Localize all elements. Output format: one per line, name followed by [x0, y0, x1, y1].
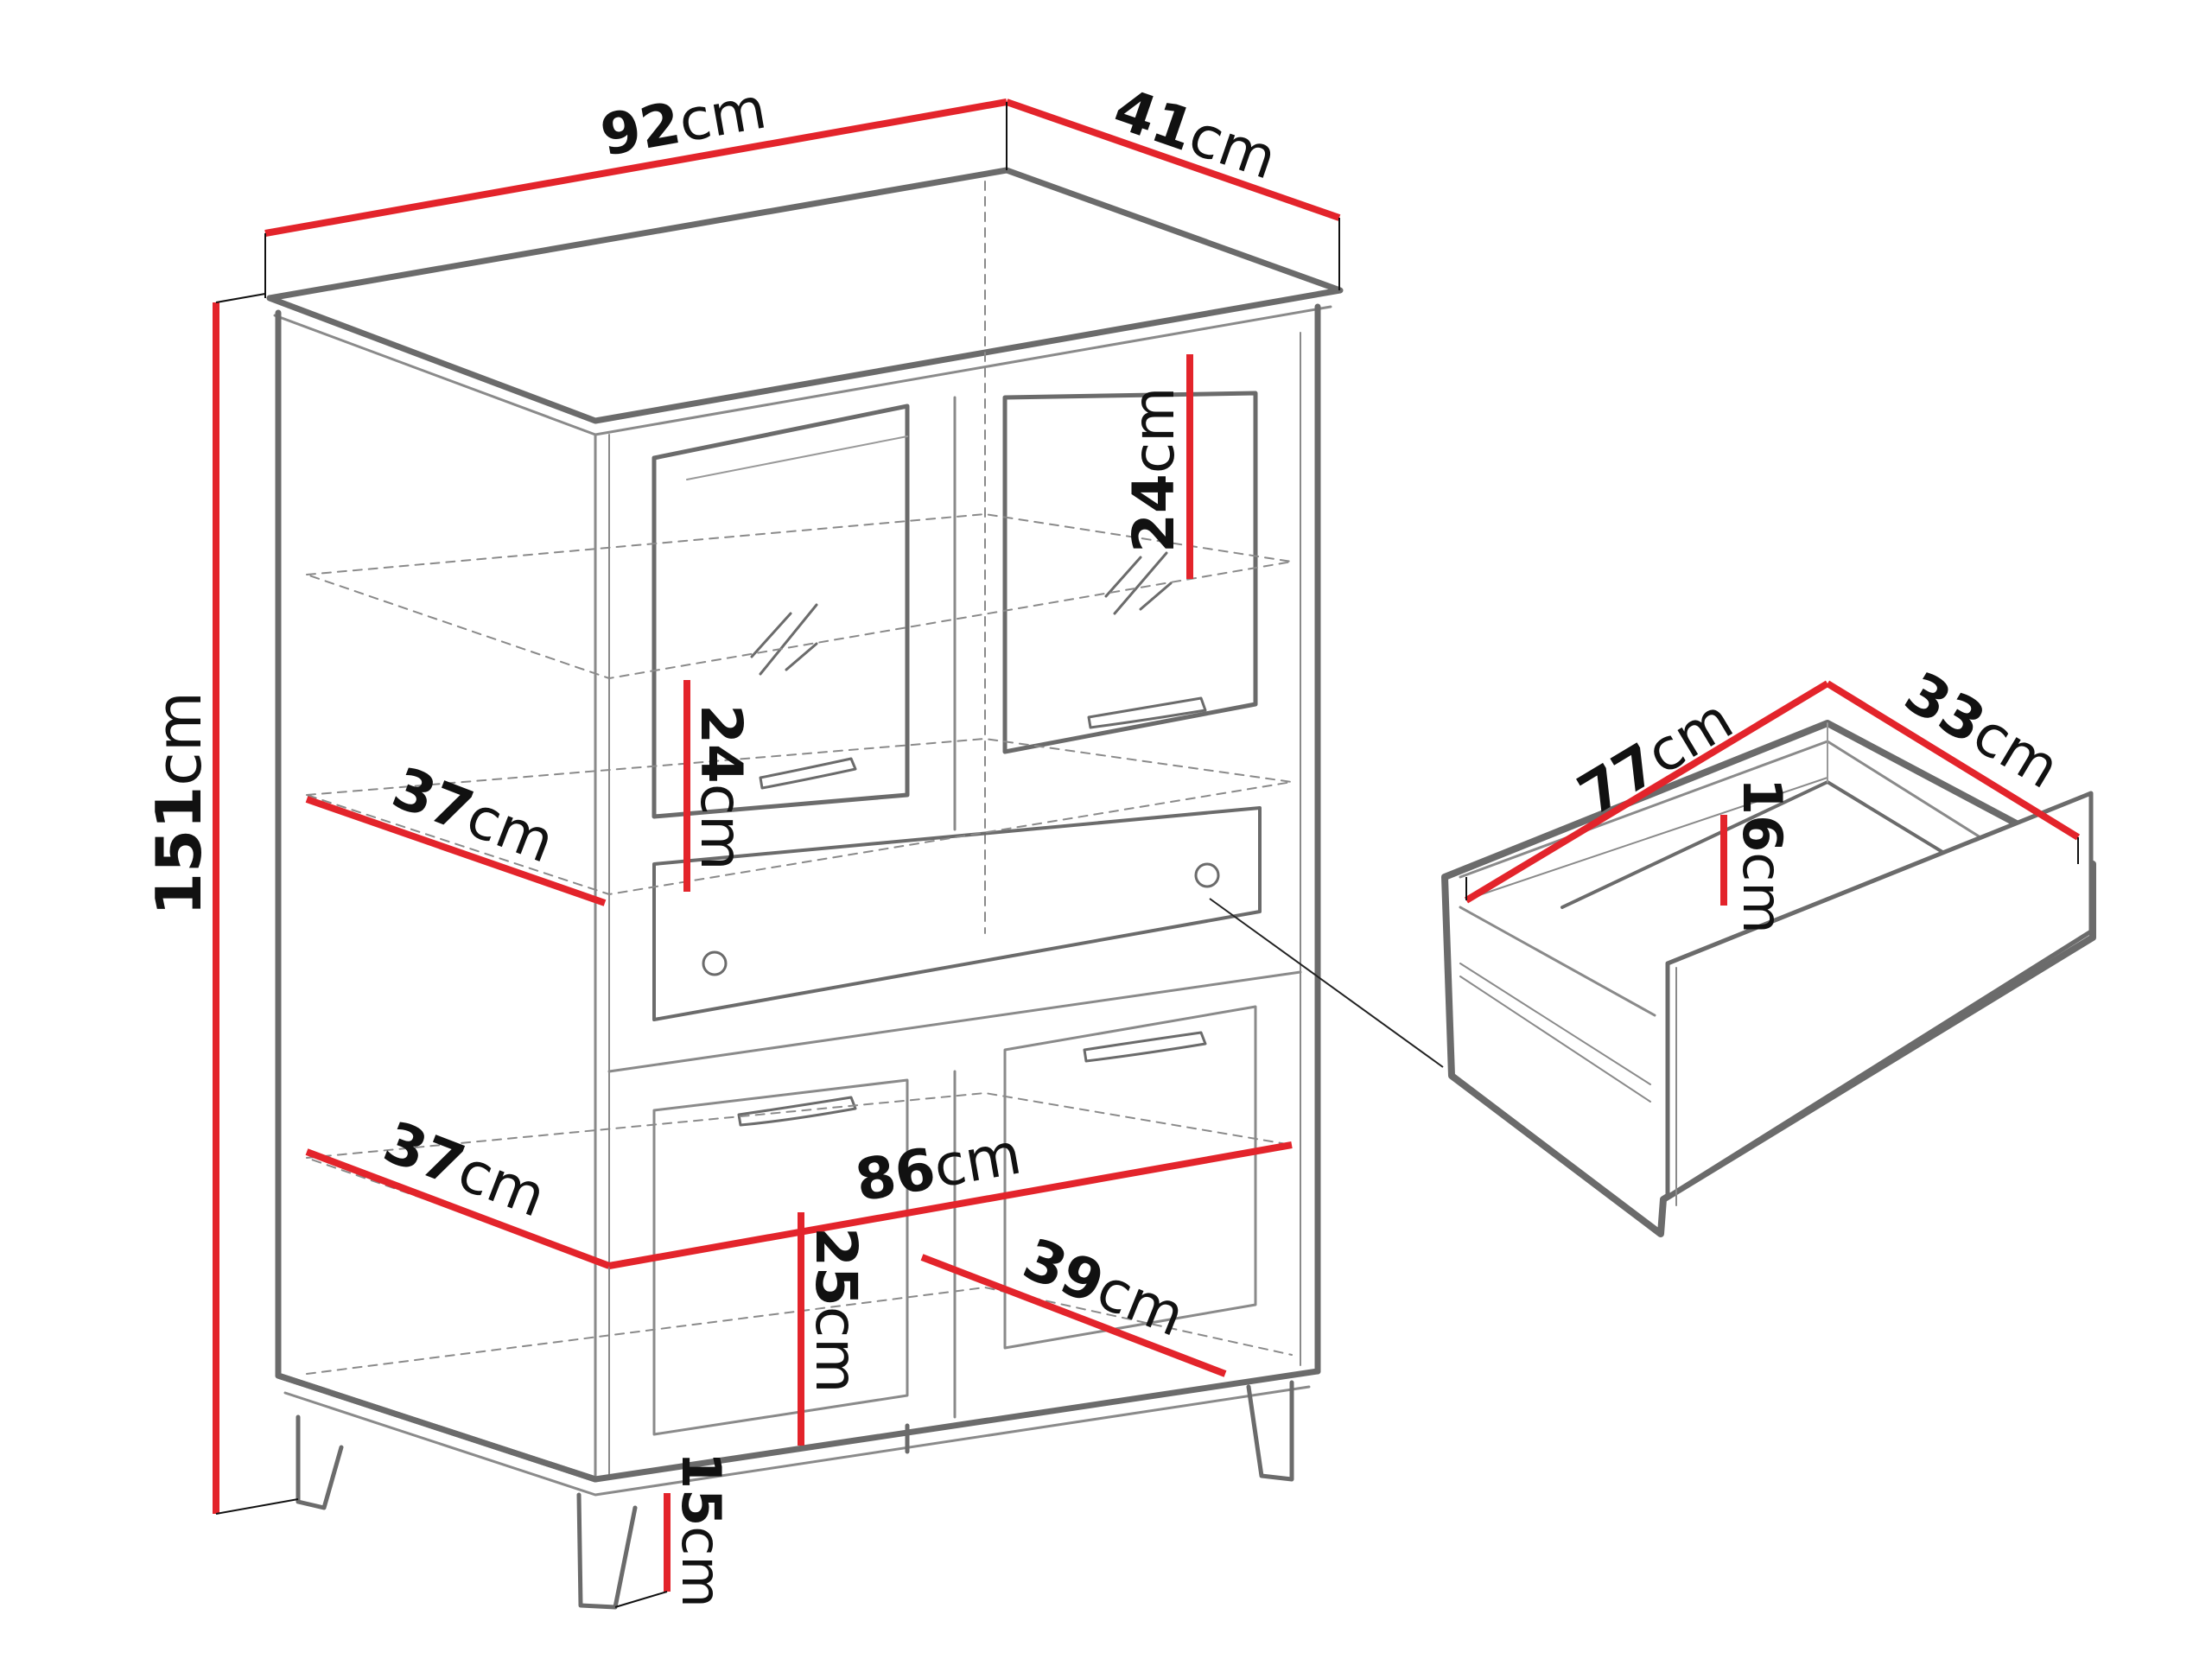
label-upper-right-24: 24cm — [1121, 387, 1187, 553]
drawer-detail — [1441, 720, 2096, 1237]
lower-left-door — [652, 1078, 909, 1436]
drawer-leader-line — [1209, 898, 1444, 1068]
cabinet-drawing — [266, 167, 1344, 1610]
label-depth: 41cm — [1106, 75, 1285, 192]
label-leg-15: 15cm — [670, 1452, 733, 1608]
label-width: 92cm — [595, 75, 771, 169]
glass-reflection — [750, 551, 1173, 676]
middle-rail — [607, 970, 1302, 1073]
dim-depth-41 — [1005, 99, 1341, 221]
dim-width-92 — [264, 99, 1007, 237]
lower-right-door — [1003, 1005, 1257, 1350]
label-drawer-16: 16cm — [1731, 778, 1794, 934]
knob-icon — [1194, 862, 1220, 888]
knob-icon — [702, 950, 728, 976]
dim-shelf-37-lower — [305, 1148, 611, 1269]
cabinet-legs — [296, 1380, 1294, 1610]
label-inner-86: 86cm — [850, 1121, 1026, 1215]
label-upper-left-24: 24cm — [688, 704, 754, 870]
handle-icon — [759, 696, 1207, 790]
dim-drawer-33 — [1825, 680, 2081, 841]
dimension-lines — [213, 99, 2081, 1592]
cabinet-right-side — [1300, 303, 1321, 1375]
label-lower-25: 25cm — [803, 1227, 869, 1393]
dim-shelf-37-upper — [305, 796, 607, 906]
dim-inner-86 — [608, 1141, 1293, 1269]
dim-depth-39 — [920, 1254, 1227, 1377]
dim-drawer-77 — [1464, 680, 1830, 904]
cabinet-base — [275, 1368, 1321, 1497]
upper-left-door — [652, 404, 910, 819]
cabinet-left-side — [275, 309, 610, 1483]
upper-right-door — [1002, 391, 1258, 754]
middle-drawer-front — [652, 806, 1262, 1021]
label-height: 151cm — [143, 691, 215, 916]
extension-lines — [215, 102, 2079, 1608]
